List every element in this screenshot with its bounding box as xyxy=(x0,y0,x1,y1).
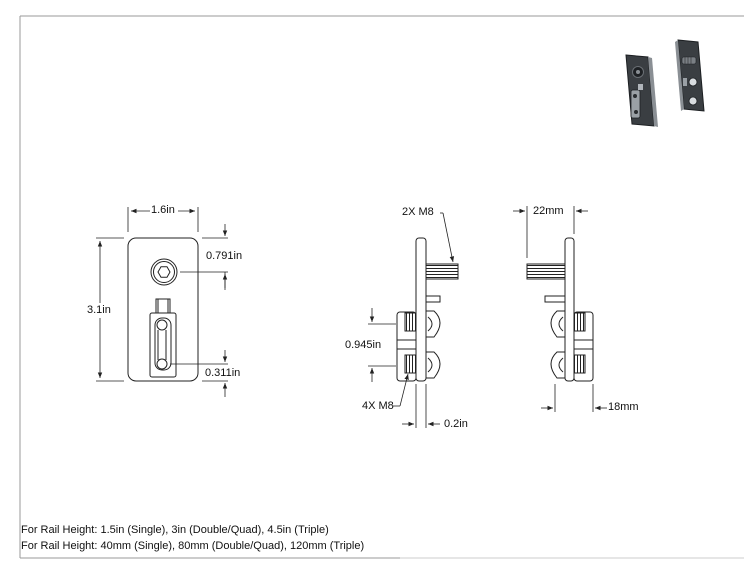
iso-view-back xyxy=(675,39,705,112)
side-view xyxy=(396,237,459,382)
dim-right-depth: 22mm xyxy=(533,205,564,217)
right-round-nut-top xyxy=(550,310,566,338)
dim-side-nuts: 4X M8 xyxy=(362,400,394,412)
hex-socket-icon xyxy=(157,266,171,278)
front-dimensions xyxy=(96,207,228,397)
right-thread-bottom xyxy=(573,354,586,374)
dim-side-bolts: 2X M8 xyxy=(402,206,434,218)
dim-front-height: 3.1in xyxy=(87,304,111,316)
side-round-nut-top xyxy=(425,310,441,338)
right-plate xyxy=(564,237,575,382)
right-round-nut-bottom xyxy=(550,351,566,379)
front-view xyxy=(127,237,199,382)
right-bolt-threads xyxy=(526,263,566,280)
dim-side-thickness: 0.2in xyxy=(444,418,468,430)
side-thread-bottom xyxy=(404,354,417,374)
dim-front-width: 1.6in xyxy=(151,204,175,216)
side-thread-top xyxy=(404,312,417,332)
slot-nut-top xyxy=(156,319,168,331)
slot-nut-bottom xyxy=(156,358,168,370)
rail-height-note-imperial: For Rail Height: 1.5in (Single), 3in (Do… xyxy=(21,524,329,536)
side-bolt-threads xyxy=(425,263,459,280)
right-dimensions xyxy=(513,206,607,412)
iso-view-front xyxy=(625,54,658,127)
dim-right-width: 18mm xyxy=(608,401,639,413)
rail-height-note-metric: For Rail Height: 40mm (Single), 80mm (Do… xyxy=(21,540,365,552)
side-tab xyxy=(425,295,441,303)
side-plate xyxy=(415,237,427,382)
dim-top-hole: 0.791in xyxy=(206,250,243,262)
dim-side-spacing: 0.945in xyxy=(345,339,382,351)
right-view xyxy=(526,237,594,382)
sheet-border xyxy=(19,15,744,559)
side-round-nut-bottom xyxy=(425,351,441,379)
side-dimensions xyxy=(368,212,455,428)
right-tab xyxy=(544,295,566,303)
right-thread-top xyxy=(573,312,586,332)
dim-bottom-hole: 0.311in xyxy=(205,367,241,379)
